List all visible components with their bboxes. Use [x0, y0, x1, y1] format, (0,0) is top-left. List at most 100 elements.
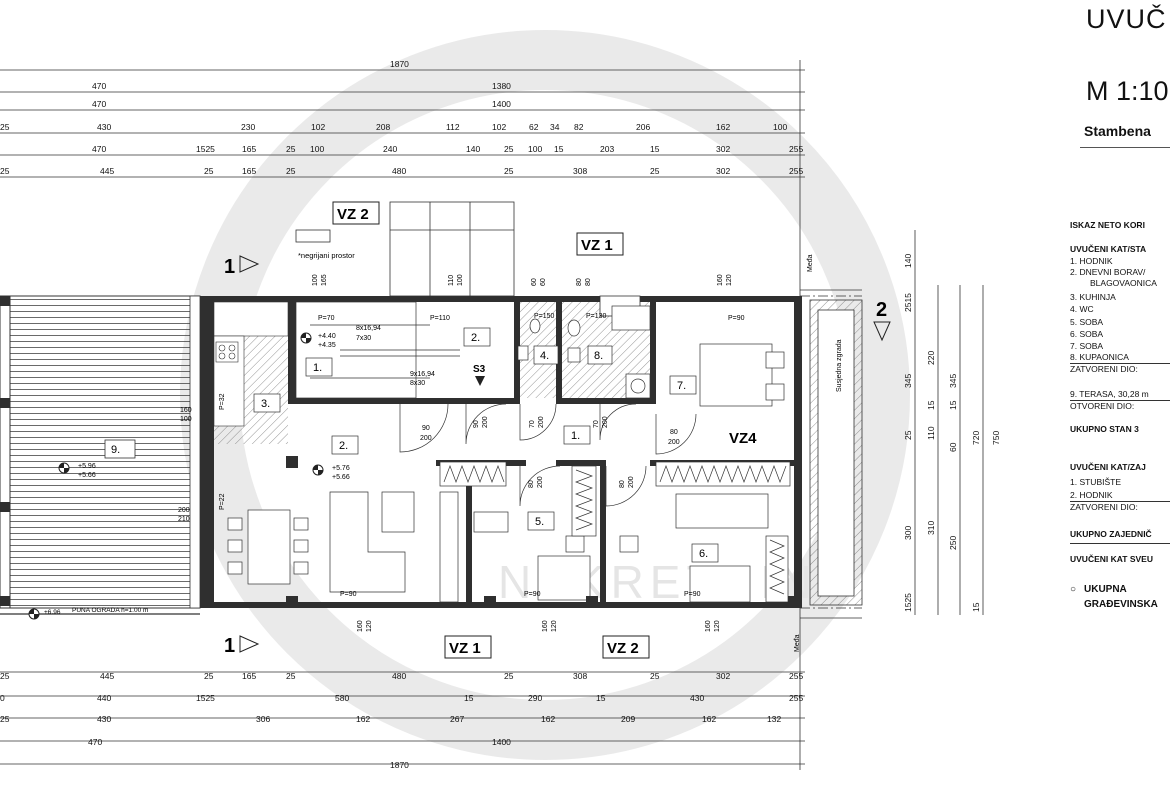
- legend-ukupno-zaj: UKUPNO ZAJEDNIČ: [1070, 529, 1152, 539]
- svg-text:470: 470: [88, 737, 102, 747]
- svg-text:310: 310: [926, 521, 936, 535]
- svg-text:P=22: P=22: [219, 493, 226, 510]
- svg-text:306: 306: [256, 714, 270, 724]
- svg-text:160: 160: [180, 407, 192, 414]
- svg-text:34: 34: [550, 122, 560, 132]
- svg-text:140: 140: [903, 254, 913, 268]
- svg-text:82: 82: [574, 122, 584, 132]
- svg-text:PUNA OGRADA h=1.00 m: PUNA OGRADA h=1.00 m: [72, 607, 148, 614]
- label-vz2-top: VZ 2: [337, 206, 369, 223]
- svg-text:100: 100: [773, 122, 787, 132]
- svg-text:210: 210: [178, 516, 190, 523]
- svg-text:8x16,94: 8x16,94: [356, 325, 381, 332]
- room-number: 9.: [111, 444, 120, 456]
- floor-plan: NEKRETNINE 1870 470 1380 470 1400 25 430…: [0, 30, 1001, 770]
- svg-text:160: 160: [717, 274, 724, 286]
- svg-text:480: 480: [392, 671, 406, 681]
- legend-item: 2. HODNIK: [1070, 490, 1113, 500]
- svg-text:+5.96: +5.96: [78, 463, 96, 470]
- svg-text:200: 200: [537, 476, 544, 488]
- svg-text:470: 470: [92, 99, 106, 109]
- opening-annotations: P=70 P=110 P=150 P=130 P=90 P=22 P=32 P=…: [178, 274, 745, 632]
- svg-text:70: 70: [529, 420, 536, 428]
- svg-text:1525: 1525: [196, 144, 215, 154]
- svg-text:+6.96: +6.96: [44, 609, 61, 616]
- svg-text:15: 15: [926, 400, 936, 410]
- svg-text:8x30: 8x30: [410, 380, 425, 387]
- svg-text:100: 100: [312, 274, 319, 286]
- legend-item: 1. HODNIK: [1070, 256, 1113, 266]
- legend-bullet: ○: [1070, 584, 1077, 595]
- svg-text:470: 470: [92, 81, 106, 91]
- svg-text:100: 100: [457, 274, 464, 286]
- svg-text:15: 15: [554, 144, 564, 154]
- drawing-subtitle: Stambena: [1084, 123, 1151, 139]
- svg-text:25: 25: [286, 144, 296, 154]
- svg-text:302: 302: [716, 166, 730, 176]
- svg-text:162: 162: [702, 714, 716, 724]
- svg-text:430: 430: [97, 122, 111, 132]
- svg-text:1400: 1400: [492, 737, 511, 747]
- svg-text:165: 165: [242, 144, 256, 154]
- title-divider: [1080, 147, 1170, 148]
- legend-section-2: UVUČENI KAT/ZAJ: [1070, 462, 1146, 472]
- svg-text:25: 25: [0, 671, 10, 681]
- svg-text:25: 25: [0, 122, 10, 132]
- svg-text:160: 160: [705, 620, 712, 632]
- svg-text:P=70: P=70: [318, 315, 335, 322]
- svg-text:25: 25: [204, 671, 214, 681]
- drawing-title: UVUČ: [1086, 4, 1167, 34]
- stairs: [295, 301, 460, 399]
- svg-text:290: 290: [528, 693, 542, 703]
- svg-text:P=90: P=90: [524, 591, 541, 598]
- legend-zatvoreni-2: ZATVORENI DIO:: [1070, 502, 1138, 512]
- svg-text:90: 90: [473, 420, 480, 428]
- svg-text:25: 25: [504, 166, 514, 176]
- legend-terasa: 9. TERASA, 30,28 m: [1070, 389, 1149, 399]
- legend-item: 2. DNEVNI BORAV/: [1070, 267, 1146, 277]
- svg-text:250: 250: [948, 536, 958, 550]
- svg-text:P=32: P=32: [219, 393, 226, 410]
- svg-text:110: 110: [926, 426, 936, 440]
- legend-item: 6. SOBA: [1070, 329, 1104, 339]
- svg-text:165: 165: [242, 166, 256, 176]
- svg-text:Međa: Međa: [794, 634, 801, 652]
- svg-text:+5.66: +5.66: [78, 472, 96, 479]
- svg-text:1525: 1525: [196, 693, 215, 703]
- svg-text:200: 200: [178, 507, 190, 514]
- svg-text:240: 240: [383, 144, 397, 154]
- svg-text:470: 470: [92, 144, 106, 154]
- svg-text:302: 302: [716, 671, 730, 681]
- legend-ukupno-kat: UVUČENI KAT SVEU: [1070, 554, 1153, 564]
- room-number: 3.: [261, 398, 270, 410]
- svg-text:80: 80: [585, 278, 592, 286]
- room-numbers: 1. 2. 3. 4. 8. 7. 2. 1. 5. 6. 9.: [111, 327, 719, 563]
- room-number: 1.: [571, 430, 580, 442]
- svg-text:100: 100: [528, 144, 542, 154]
- svg-text:208: 208: [376, 122, 390, 132]
- annotations: VZ 2 VZ 1 VZ 1 VZ 2 VZ4 1 1 2 *negrijani…: [72, 201, 891, 659]
- svg-text:+4.40: +4.40: [318, 333, 336, 340]
- furniture: [227, 305, 785, 603]
- svg-text:480: 480: [392, 166, 406, 176]
- legend-heading: ISKAZ NETO KORI: [1070, 220, 1145, 230]
- svg-text:0: 0: [0, 693, 5, 703]
- area-legend: ISKAZ NETO KORI UVUČENI KAT/STA 1. HODNI…: [1070, 0, 1170, 785]
- svg-text:80: 80: [670, 429, 678, 436]
- svg-text:15: 15: [971, 602, 981, 612]
- dim-total-bottom: 1870: [390, 760, 409, 770]
- svg-text:7x30: 7x30: [356, 335, 371, 342]
- svg-text:15: 15: [650, 144, 660, 154]
- legend-ukupno-stan: UKUPNO STAN 3: [1070, 424, 1139, 434]
- svg-text:25: 25: [204, 166, 214, 176]
- svg-text:25: 25: [286, 671, 296, 681]
- svg-text:120: 120: [714, 620, 721, 632]
- dimension-lines: [0, 60, 984, 770]
- legend-section-1: UVUČENI KAT/STA: [1070, 244, 1147, 254]
- svg-text:300: 300: [903, 526, 913, 540]
- svg-text:80: 80: [528, 480, 535, 488]
- svg-text:62: 62: [529, 122, 539, 132]
- svg-text:25: 25: [650, 671, 660, 681]
- svg-text:25: 25: [0, 714, 10, 724]
- svg-text:60: 60: [948, 442, 958, 452]
